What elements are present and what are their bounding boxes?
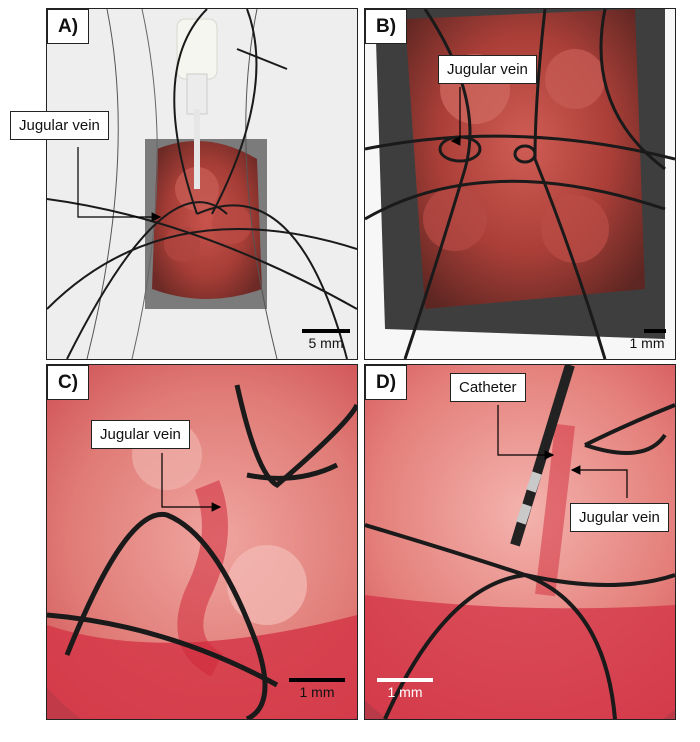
panel-c-label: C) xyxy=(47,365,90,400)
scale-bar-a-label: 5 mm xyxy=(308,335,344,351)
callout-b-jugular-vein: Jugular vein xyxy=(438,55,537,84)
scale-bar-a-line xyxy=(302,329,350,333)
callout-c-jugular-vein: Jugular vein xyxy=(91,420,190,449)
scale-bar-a: 5 mm xyxy=(298,329,354,351)
scale-bar-b-line xyxy=(644,329,666,333)
panel-d-photo xyxy=(365,365,675,719)
callout-d-catheter: Catheter xyxy=(450,373,526,402)
panel-a-photo xyxy=(47,9,357,359)
scale-bar-c-label: 1 mm xyxy=(299,684,335,700)
callout-a-jugular-vein: Jugular vein xyxy=(10,111,109,140)
panel-d: D) xyxy=(364,364,676,720)
scale-bar-d-line xyxy=(377,678,433,682)
panel-c: C) xyxy=(46,364,358,720)
panel-a: A) xyxy=(46,8,358,360)
scale-bar-b-label: 1 mm xyxy=(629,335,665,351)
panel-c-photo xyxy=(47,365,357,719)
panel-b-label: B) xyxy=(365,9,408,44)
panel-d-label: D) xyxy=(365,365,408,400)
scale-bar-c-line xyxy=(289,678,345,682)
scale-bar-b: 1 mm xyxy=(622,329,672,351)
scale-bar-d: 1 mm xyxy=(374,678,436,700)
panel-a-label: A) xyxy=(47,9,90,44)
scale-bar-d-label: 1 mm xyxy=(387,684,423,700)
callout-d-jugular-vein: Jugular vein xyxy=(570,503,669,532)
scale-bar-c: 1 mm xyxy=(286,678,348,700)
panel-b-photo xyxy=(365,9,675,359)
